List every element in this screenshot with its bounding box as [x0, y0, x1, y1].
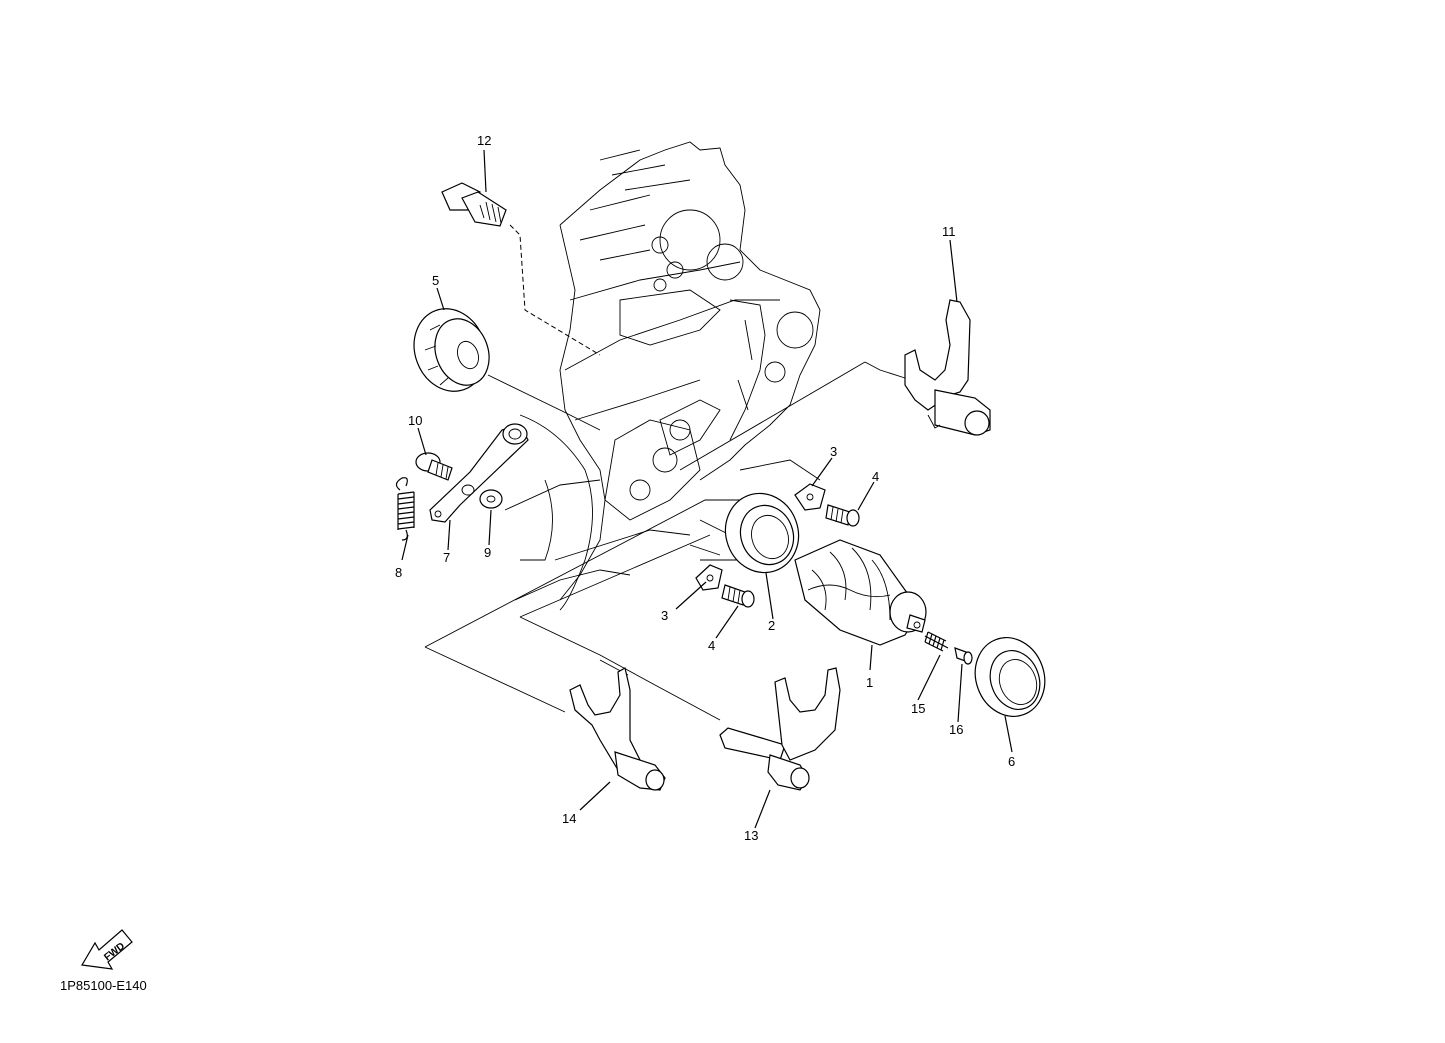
- part-3b-plate: [695, 564, 723, 591]
- part-label-3-top: 3: [830, 444, 837, 459]
- part-10-bolt: [415, 452, 453, 481]
- part-label-11: 13: [744, 828, 758, 843]
- part-label-9: 9: [484, 545, 491, 560]
- part-label-8: 8: [395, 565, 402, 580]
- part-label-5: 5: [432, 273, 439, 288]
- part-label-3-bottom: 3: [661, 608, 668, 623]
- part-15-pin: [954, 647, 973, 665]
- part-label-6: 6: [1008, 754, 1015, 769]
- leader-lines: [424, 224, 906, 721]
- part-12-shift-fork: [569, 667, 666, 791]
- part-14-stud-bolt: [441, 182, 507, 227]
- part-4a-screw: [825, 504, 860, 527]
- part-label-2: 2: [768, 618, 775, 633]
- part-5-segment: [413, 308, 490, 392]
- part-4b-screw: [721, 584, 755, 608]
- part-8-spring: [395, 477, 415, 541]
- crankcase-outline: [514, 141, 821, 611]
- part-label-12: 14: [562, 811, 576, 826]
- part-9-washer: [479, 489, 503, 509]
- part-label-4-top: 4: [872, 469, 879, 484]
- part-label-10: 10: [408, 413, 422, 428]
- part-label-16: 15: [911, 701, 925, 716]
- part-label-13: 11: [942, 224, 956, 239]
- part-2-bearing: [724, 492, 800, 574]
- part-3a-plate: [794, 483, 826, 511]
- part-label-15: 16: [949, 722, 963, 737]
- part-label-1: 1: [866, 675, 873, 690]
- part-7-lever: [429, 423, 529, 523]
- part-label-4-bottom: 4: [708, 638, 715, 653]
- label-leaders: [401, 149, 1013, 829]
- part-label-7: 7: [443, 550, 450, 565]
- part-16-spring: [924, 631, 949, 652]
- diagram-code: 1P85100-E140: [60, 978, 147, 993]
- part-6-oil-seal: [974, 637, 1046, 717]
- part-labels: 12 5 11 10 3 4 8 7 9 3 4 2 1 15 16 6 14 …: [395, 133, 1015, 843]
- part-11-shift-fork: [719, 667, 841, 791]
- part-label-14: 12: [477, 133, 491, 148]
- part-1-shift-drum: [794, 539, 927, 646]
- fwd-arrow-icon: FWD: [81, 929, 133, 970]
- part-13-shift-fork: [904, 299, 991, 436]
